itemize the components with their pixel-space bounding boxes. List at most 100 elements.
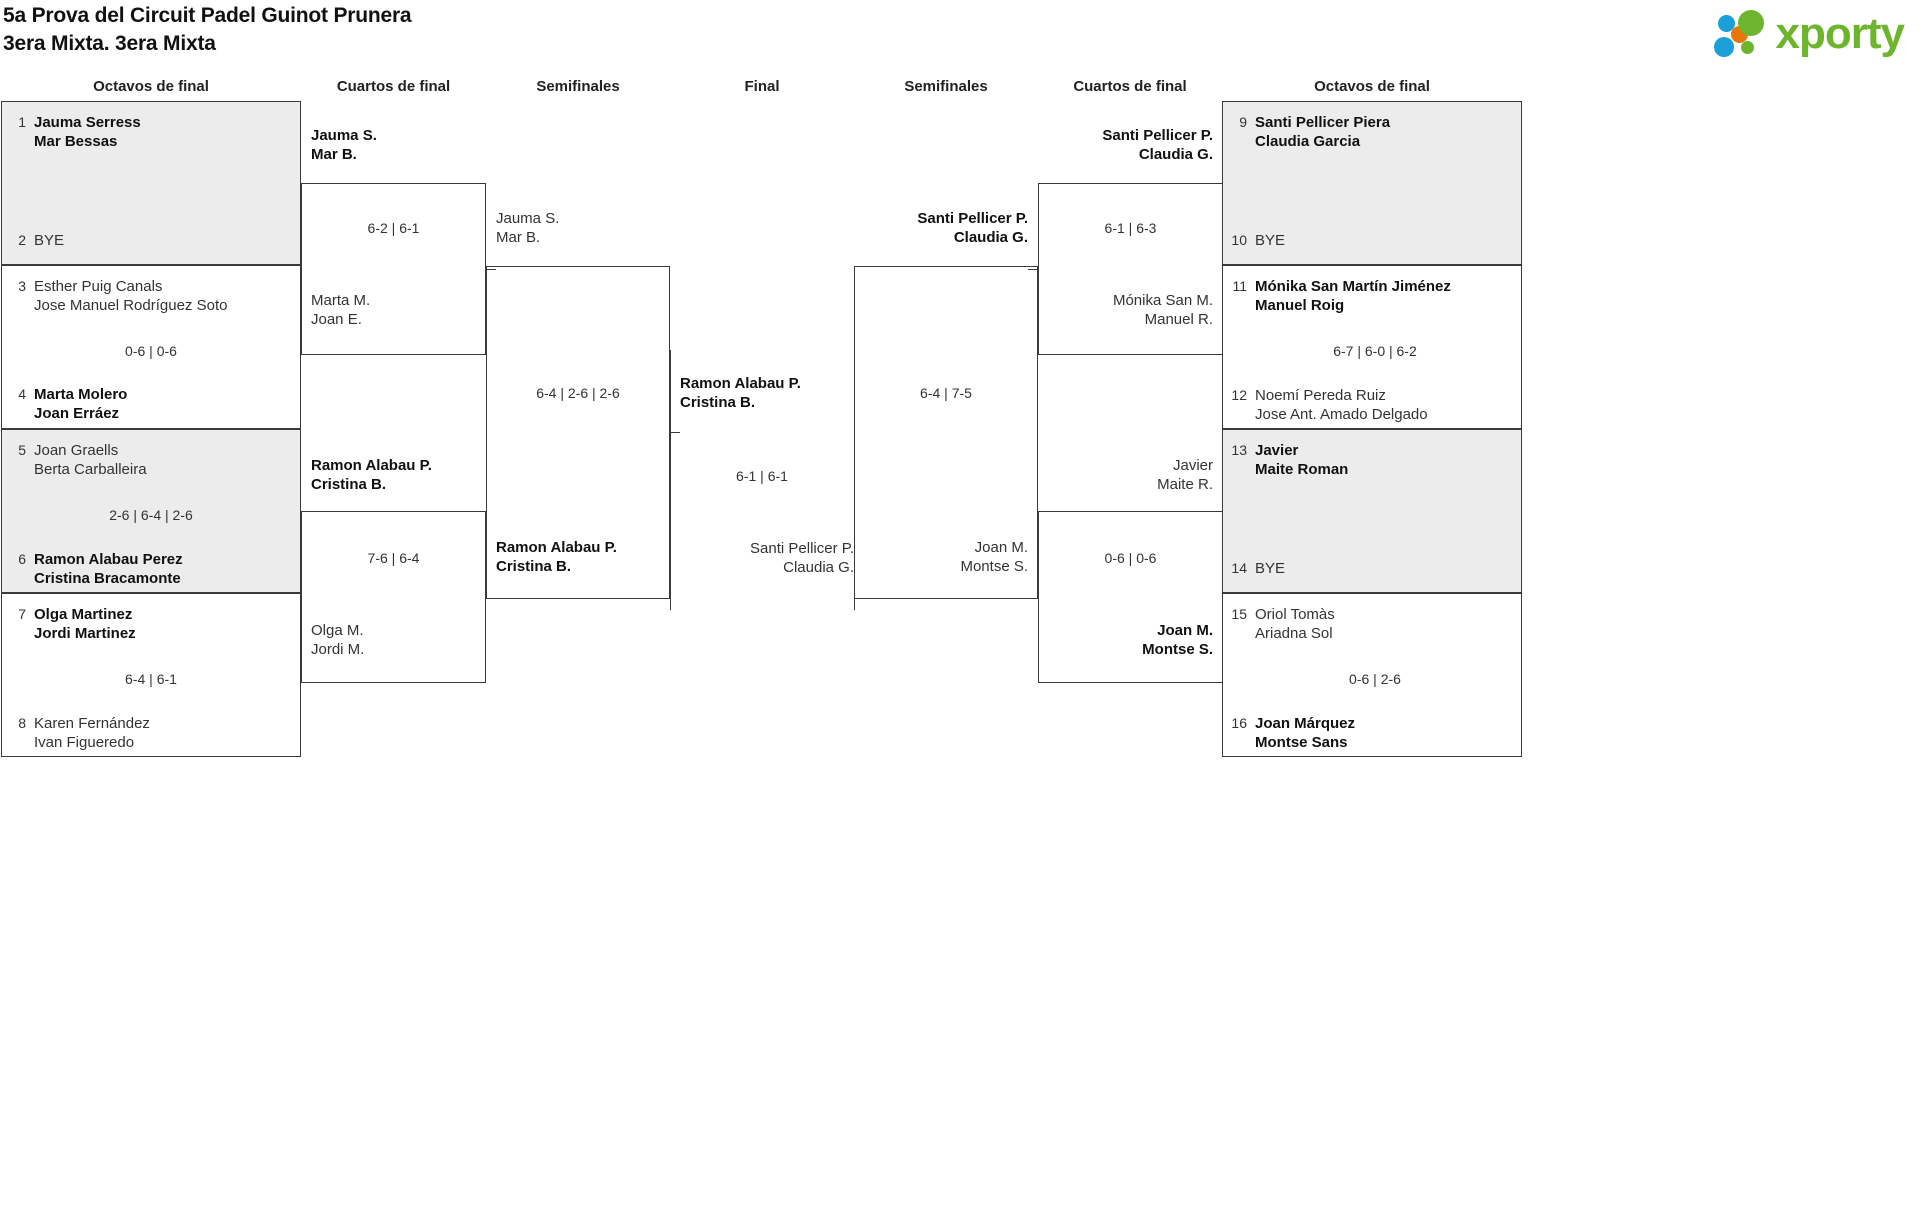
seed-row-15[interactable]: 15 Oriol Tomàs Ariadna Sol	[1225, 605, 1519, 643]
seed-number: 2	[18, 232, 26, 248]
right-cuartos-match-2[interactable]	[1038, 511, 1223, 683]
seed-row-14[interactable]: 14 BYE	[1225, 559, 1519, 578]
seed-row-8[interactable]: 8 Karen Fernández Ivan Figueredo	[4, 714, 298, 752]
player-1: Javier	[1172, 457, 1213, 474]
seed-number: 8	[18, 715, 26, 731]
connector-left-3	[670, 432, 680, 433]
final-top-players: Ramon Alabau P. Cristina B.	[680, 374, 801, 412]
player-1: Santi Pellicer P.	[1102, 127, 1213, 144]
player-1: Joan Márquez	[1255, 715, 1356, 732]
score-left-semis: 6-4 | 2-6 | 2-6	[536, 385, 620, 401]
seed-number: 6	[18, 551, 26, 567]
seed-number: 13	[1231, 442, 1247, 458]
player-2: Mar B.	[311, 146, 357, 163]
seed-row-6[interactable]: 6 Ramon Alabau Perez Cristina Bracamonte	[4, 550, 298, 588]
seed-row-5[interactable]: 5 Joan Graells Berta Carballeira	[4, 441, 298, 479]
left-cuartos-match-2[interactable]	[301, 511, 486, 683]
player-2: Claudia G.	[783, 559, 854, 576]
left-octavos-match-4[interactable]	[1, 593, 301, 757]
seed-players: Oriol Tomàs Ariadna Sol	[1255, 605, 1335, 643]
xporty-logo-text: xporty	[1775, 9, 1905, 58]
left-octavos-match-1[interactable]	[1, 101, 301, 265]
final-bottom-players: Santi Pellicer P. Claudia G.	[670, 539, 854, 577]
left-cuartos-2-bottom-players: Olga M. Jordi M.	[311, 621, 364, 659]
player-1: Ramon Alabau P.	[496, 539, 617, 556]
seed-players: Santi Pellicer Piera Claudia Garcia	[1255, 113, 1390, 151]
player-2: Ivan Figueredo	[34, 734, 135, 751]
player-1: Ramon Alabau Perez	[34, 551, 183, 568]
player-2: Manuel Roig	[1255, 297, 1345, 314]
left-semis-match-1[interactable]	[486, 266, 670, 599]
right-octavos-match-3[interactable]	[1222, 429, 1522, 593]
player-2: Mar B.	[496, 229, 541, 246]
score-right-octavos-2: 6-7 | 6-0 | 6-2	[1333, 343, 1417, 359]
player-2: Claudia G.	[1138, 146, 1213, 163]
player-2: Claudia G.	[953, 229, 1028, 246]
player-2: Claudia Garcia	[1255, 133, 1361, 150]
seed-row-11[interactable]: 11 Mónika San Martín Jiménez Manuel Roig	[1225, 277, 1519, 315]
round-header-left-octavos: Octavos de final	[93, 78, 209, 95]
seed-row-9[interactable]: 9 Santi Pellicer Piera Claudia Garcia	[1225, 113, 1519, 151]
score-left-octavos-3: 2-6 | 6-4 | 2-6	[109, 507, 193, 523]
left-octavos-match-3[interactable]	[1, 429, 301, 593]
seed-row-1[interactable]: 1 Jauma Serress Mar Bessas	[4, 113, 298, 151]
player-1: Noemí Pereda Ruiz	[1255, 387, 1386, 404]
player-1: Santi Pellicer Piera	[1255, 114, 1391, 131]
xporty-logo: xporty	[1713, 8, 1905, 60]
right-cuartos-1-bottom-players: Mónika San M. Manuel R.	[1028, 291, 1213, 329]
score-left-cuartos-1: 6-2 | 6-1	[367, 220, 420, 236]
player-1: Olga Martinez	[34, 606, 133, 623]
seed-row-10[interactable]: 10 BYE	[1225, 231, 1519, 250]
score-right-octavos-4: 0-6 | 2-6	[1349, 671, 1401, 687]
left-octavos-match-2[interactable]	[1, 265, 301, 429]
player-1: Javier	[1255, 442, 1299, 459]
score-right-semis: 6-4 | 7-5	[920, 385, 972, 401]
round-header-right-octavos: Octavos de final	[1314, 78, 1430, 95]
right-cuartos-2-bottom-players: Joan M. Montse S.	[1028, 621, 1213, 659]
seed-number: 4	[18, 386, 26, 402]
right-octavos-match-2[interactable]	[1222, 265, 1522, 429]
seed-number: 16	[1231, 715, 1247, 731]
connector-right-1	[1028, 269, 1038, 270]
seed-players: Ramon Alabau Perez Cristina Bracamonte	[34, 550, 183, 588]
seed-row-7[interactable]: 7 Olga Martinez Jordi Martinez	[4, 605, 298, 643]
right-octavos-match-1[interactable]	[1222, 101, 1522, 265]
left-cuartos-2-top-players: Ramon Alabau P. Cristina B.	[311, 456, 432, 494]
round-header-final: Final	[744, 78, 780, 95]
player-2: Cristina B.	[680, 394, 756, 411]
score-left-octavos-2: 0-6 | 0-6	[125, 343, 177, 359]
connector-left-2	[486, 598, 496, 599]
right-octavos-match-4[interactable]	[1222, 593, 1522, 757]
player-2: Mar Bessas	[34, 133, 118, 150]
player-2: Berta Carballeira	[34, 461, 147, 478]
right-cuartos-match-1[interactable]	[1038, 183, 1223, 355]
player-1: Ramon Alabau P.	[311, 457, 432, 474]
seed-row-4[interactable]: 4 Marta Molero Joan Erráez	[4, 385, 298, 423]
left-cuartos-match-1[interactable]	[301, 183, 486, 355]
seed-number: 15	[1231, 606, 1247, 622]
player-1: BYE	[1255, 560, 1286, 577]
seed-row-12[interactable]: 12 Noemí Pereda Ruiz Jose Ant. Amado Del…	[1225, 386, 1519, 424]
seed-players: Marta Molero Joan Erráez	[34, 385, 127, 423]
seed-row-16[interactable]: 16 Joan Márquez Montse Sans	[1225, 714, 1519, 752]
seed-players: Joan Márquez Montse Sans	[1255, 714, 1355, 752]
seed-row-2[interactable]: 2 BYE	[4, 231, 298, 250]
xporty-logo-mark-icon	[1713, 10, 1770, 58]
round-header-left-semis: Semifinales	[536, 78, 620, 95]
seed-row-13[interactable]: 13 Javier Maite Roman	[1225, 441, 1519, 479]
seed-players: BYE	[1255, 559, 1285, 578]
tournament-category: 3era Mixta. 3era Mixta	[3, 32, 216, 55]
player-1: Mónika San Martín Jiménez	[1255, 278, 1451, 295]
score-left-octavos-4: 6-4 | 6-1	[125, 671, 177, 687]
score-left-cuartos-2: 7-6 | 6-4	[367, 550, 420, 566]
seed-row-3[interactable]: 3 Esther Puig Canals Jose Manuel Rodrígu…	[4, 277, 298, 315]
seed-players: BYE	[1255, 231, 1285, 250]
seed-players: Mónika San Martín Jiménez Manuel Roig	[1255, 277, 1451, 315]
left-cuartos-1-bottom-players: Marta M. Joan E.	[311, 291, 370, 329]
seed-number: 1	[18, 114, 26, 130]
right-cuartos-2-top-players: Javier Maite R.	[1028, 456, 1213, 494]
tournament-name: 5a Prova del Circuit Padel Guinot Pruner…	[3, 4, 412, 27]
player-2: Jordi M.	[311, 641, 365, 658]
connector-final-left	[670, 350, 671, 610]
